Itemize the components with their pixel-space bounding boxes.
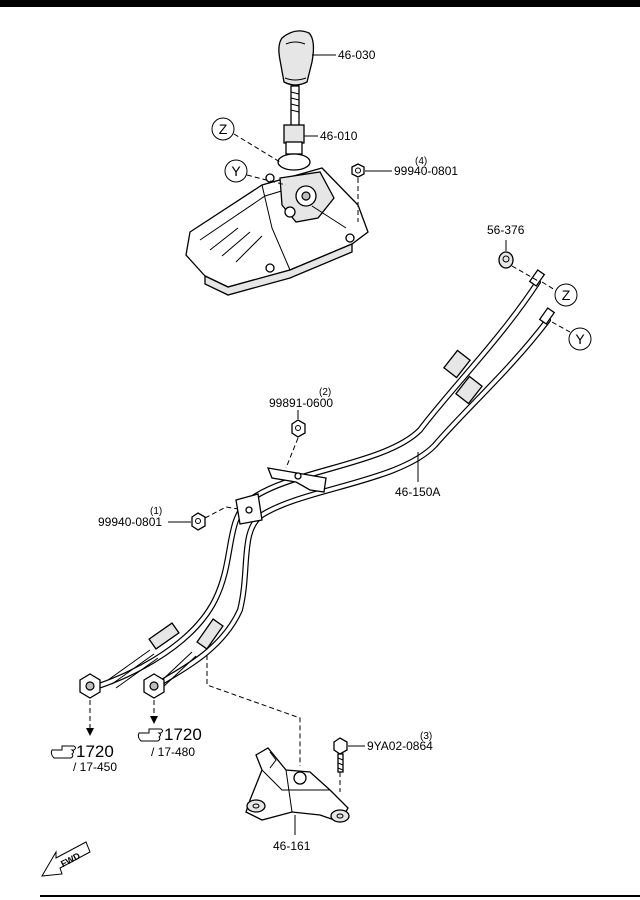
shift-lever-rod [290, 85, 300, 127]
label-bolt-qty: (3) [420, 731, 432, 742]
label-bracket-nut: 99891-0600 [269, 396, 333, 410]
label-shifter-nut-qty: (4) [415, 156, 427, 167]
front-nut[interactable] [191, 512, 206, 531]
label-knob: 46-030 [338, 48, 376, 62]
bracket-nut[interactable] [291, 419, 306, 438]
ref-arrow-right [150, 716, 158, 724]
fwd-arrow-icon: FWD [41, 841, 91, 877]
label-shifter-nut: 99940-0801 [394, 164, 458, 178]
label-front-nut-qty: (1) [150, 506, 162, 517]
svg-text:Y: Y [575, 331, 585, 347]
callout-y-cable: Y [568, 327, 592, 351]
bracket-bolt[interactable] [333, 737, 348, 773]
callout-y-shifter: Y [224, 159, 248, 183]
shifter-mount-nut[interactable] [351, 163, 365, 178]
label-clip: 56-376 [487, 223, 525, 237]
reference-right[interactable]: 1720 / 17-480 [137, 725, 202, 759]
cable-end-left[interactable] [79, 673, 101, 699]
svg-text:/ 17-450: / 17-450 [73, 760, 117, 774]
bottom-border [40, 895, 640, 897]
shift-cable-assembly[interactable] [89, 269, 556, 691]
cable-clip-56-376[interactable] [498, 251, 514, 269]
svg-text:Z: Z [562, 287, 571, 303]
ref-arrow-left [86, 728, 94, 736]
cable-end-right[interactable] [143, 673, 165, 699]
shift-lever[interactable] [277, 124, 311, 171]
label-bracket-nut-qty: (2) [319, 387, 331, 398]
shifter-housing[interactable] [185, 167, 369, 296]
hand-pointer-icon [137, 728, 163, 742]
callout-z-cable: Z [554, 283, 578, 307]
svg-text:FWD: FWD [59, 850, 82, 869]
shift-knob[interactable] [278, 30, 315, 86]
callout-z-shifter: Z [211, 117, 235, 141]
svg-text:/ 17-480: / 17-480 [151, 745, 195, 759]
svg-text:Z: Z [219, 121, 228, 137]
top-border [0, 0, 640, 7]
label-cable-assy: 46-150A [395, 485, 440, 499]
cable-bracket-plate[interactable] [266, 467, 327, 493]
label-lever: 46-010 [320, 129, 358, 143]
cable-bracket-46-161[interactable] [245, 747, 350, 823]
svg-text:Y: Y [231, 163, 241, 179]
label-bracket: 46-161 [273, 839, 311, 853]
label-front-nut: 99940-0801 [98, 515, 162, 529]
front-cable-clip[interactable] [235, 493, 263, 525]
svg-text:1720: 1720 [164, 725, 202, 744]
label-bolt: 9YA02-0864 [367, 739, 433, 753]
hand-pointer-icon [50, 745, 76, 759]
svg-text:1720: 1720 [76, 742, 114, 761]
reference-left[interactable]: 1720 / 17-450 [50, 742, 117, 774]
